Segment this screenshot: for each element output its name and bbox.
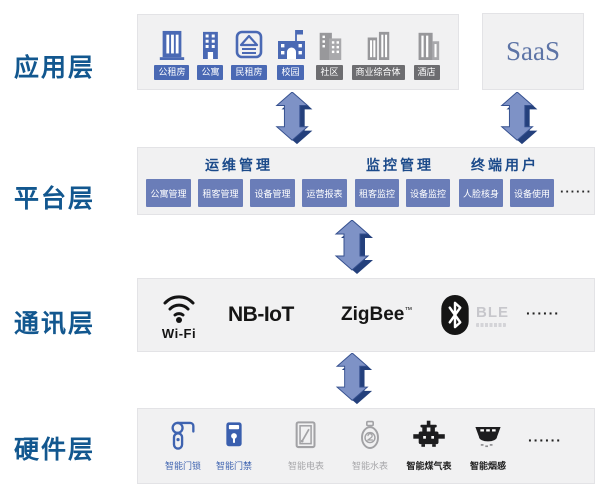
community-buildings-icon [319, 32, 341, 60]
platform-layer-label: 平台层 [14, 185, 96, 213]
hotel-building-icon [418, 32, 439, 60]
private-house-icon [235, 30, 263, 59]
hw-item-label: 智能门禁 [215, 461, 253, 471]
smart-gas-meter-icon [412, 420, 445, 447]
app-item-label: 商业综合体 [351, 65, 405, 80]
platform-box-ops-report: 运营报表 [302, 179, 347, 207]
trademark-mark: ™ [404, 305, 413, 315]
app-item-label: 公寓 [197, 65, 224, 80]
ble-protocol: BLE [441, 295, 509, 335]
communication-ellipsis: ······ [526, 305, 560, 321]
app-item-commercial-complex: 商业综合体 [351, 28, 405, 80]
smart-access-control-icon [226, 422, 242, 447]
app-item-label: 酒店 [413, 65, 440, 80]
ble-label: BLE [476, 303, 509, 321]
app-item-campus: 校园 [274, 28, 308, 80]
platform-box-device-monitor: 设备监控 [406, 179, 450, 207]
app-item-public-rental: 公租房 [154, 28, 190, 80]
wifi-label: Wi-Fi [161, 326, 197, 341]
apartment-building-icon [203, 31, 219, 59]
zigbee-protocol: ZigBee™ [341, 304, 412, 326]
wifi-protocol: Wi-Fi [160, 290, 198, 341]
hw-item-door-lock: 智能门锁 [165, 418, 201, 472]
hw-item-label: 智能煤气表 [406, 461, 452, 471]
smart-smoke-sensor-icon [475, 427, 501, 448]
app-item-community: 社区 [315, 28, 345, 80]
app-item-label: 民租房 [231, 65, 267, 80]
smart-electric-meter-icon [295, 421, 316, 449]
application-layer-label: 应用层 [14, 54, 96, 82]
updown-arrow-icon [500, 92, 538, 145]
platform-group-enduser-header: 终端用户 [471, 157, 539, 173]
app-item-private-rental: 民租房 [231, 28, 267, 80]
updown-arrow-icon [335, 353, 373, 405]
smart-door-lock-icon [171, 421, 195, 450]
platform-box-apartment-mgmt: 公寓管理 [146, 179, 191, 207]
hw-item-access-control: 智能门禁 [216, 418, 252, 472]
app-item-label: 公租房 [154, 65, 190, 80]
communication-layer-panel: Wi-Fi NB-IoT ZigBee™ BLE ······ [137, 278, 595, 352]
bluetooth-icon [441, 295, 469, 335]
wifi-icon [163, 295, 195, 323]
school-flag-icon [277, 30, 305, 59]
app-item-apartment: 公寓 [196, 28, 224, 80]
nbiot-label: NB-IoT [228, 303, 294, 326]
app-item-hotel: 酒店 [412, 28, 442, 80]
ble-subtext-bar [476, 322, 506, 327]
zigbee-label: ZigBee™ [341, 304, 413, 325]
commercial-towers-icon [367, 31, 390, 60]
hw-item-label: 智能水表 [351, 461, 389, 471]
updown-arrow-icon [275, 92, 313, 145]
hw-item-water-meter: 智能水表 [352, 418, 388, 472]
updown-arrow-icon [334, 220, 373, 274]
hardware-ellipsis: ······ [528, 432, 562, 448]
saas-label: SaaS [506, 36, 560, 66]
communication-layer-label: 通讯层 [14, 310, 96, 338]
platform-group-ops-header: 运维管理 [205, 157, 273, 173]
hardware-layer-panel: 智能门锁 智能门禁 智能电表 智能水表 [137, 408, 595, 484]
smart-water-meter-icon [361, 420, 379, 449]
hw-item-smoke-sensor: 智能烟感 [469, 418, 507, 472]
hw-item-electric-meter: 智能电表 [288, 418, 324, 472]
platform-box-device-use: 设备使用 [510, 179, 554, 207]
platform-group-monitor-header: 监控管理 [366, 157, 434, 173]
hw-item-gas-meter: 智能煤气表 [406, 418, 452, 472]
hw-item-label: 智能烟感 [469, 461, 506, 471]
platform-box-tenant-mgmt: 租客管理 [198, 179, 243, 207]
application-layer-panel: 公租房 公寓 民租房 校园 [137, 14, 459, 90]
platform-box-device-mgmt: 设备管理 [250, 179, 295, 207]
hw-item-label: 智能电表 [287, 461, 325, 471]
app-item-label: 校园 [277, 65, 304, 80]
hardware-layer-label: 硬件层 [14, 436, 96, 464]
platform-layer-panel: 运维管理 监控管理 终端用户 公寓管理 租客管理 设备管理 运营报表 租客监控 … [137, 147, 595, 215]
app-item-label: 社区 [316, 65, 343, 80]
hw-item-label: 智能门锁 [164, 461, 202, 471]
nbiot-protocol: NB-IoT [228, 303, 294, 327]
tall-building-icon [159, 30, 185, 60]
platform-ellipsis: ······ [560, 184, 592, 199]
platform-box-face-verify: 人脸核身 [459, 179, 503, 207]
platform-box-tenant-monitor: 租客监控 [355, 179, 399, 207]
saas-box: SaaS [482, 13, 584, 90]
